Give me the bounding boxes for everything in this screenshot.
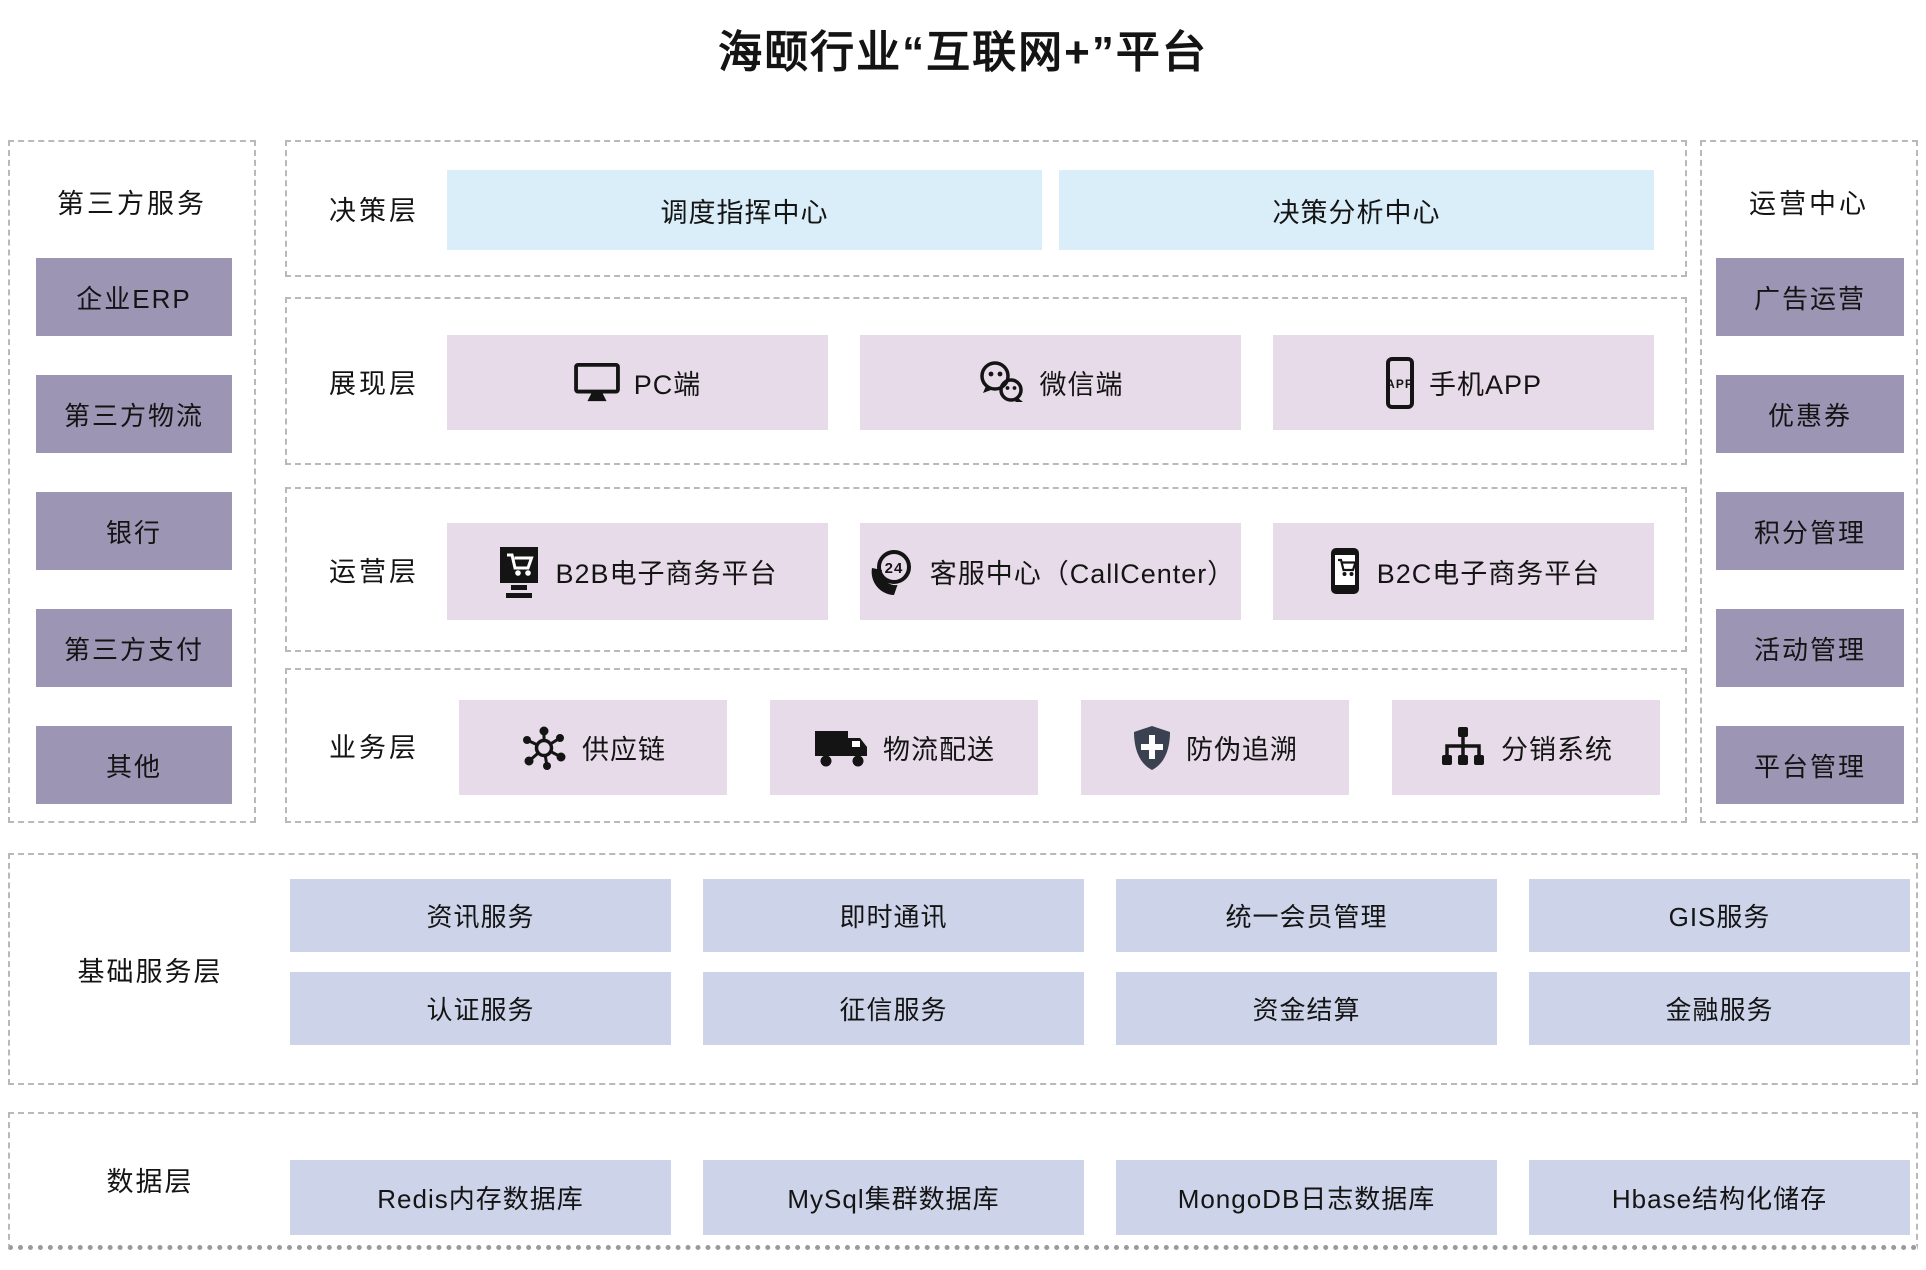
box-hbase: Hbase结构化储存 <box>1529 1160 1910 1235</box>
box-erp: 企业ERP <box>36 258 232 336</box>
box-logistics-delivery: 物流配送 <box>770 700 1038 795</box>
box-unified-member-management: 统一会员管理 <box>1116 879 1497 952</box>
box-label: 调度指挥中心 <box>660 197 829 228</box>
box-financial-service: 金融服务 <box>1529 972 1910 1045</box>
monitor-icon <box>574 363 620 403</box>
box-label: 供应链 <box>582 735 666 765</box>
box-distribution-system: 分销系统 <box>1392 700 1660 795</box>
shield-plus-icon <box>1132 724 1172 772</box>
hierarchy-icon <box>1439 725 1487 771</box>
presentation-layer: 展现层 PC端 微信端 手机APP <box>285 297 1687 465</box>
box-label: 客服中心（CallCenter） <box>929 559 1236 589</box>
decision-layer-label: 决策层 <box>329 196 419 226</box>
box-label: 决策分析中心 <box>1272 197 1441 228</box>
box-info-service: 资讯服务 <box>290 879 671 952</box>
box-credit-service: 征信服务 <box>703 972 1084 1045</box>
operation-center-panel: 运营中心 广告运营 优惠券 积分管理 活动管理 平台管理 <box>1700 140 1918 823</box>
box-call-center: 客服中心（CallCenter） <box>860 523 1241 620</box>
box-third-party-logistics: 第三方物流 <box>36 375 232 453</box>
box-mongodb: MongoDB日志数据库 <box>1116 1160 1497 1235</box>
business-layer-label: 业务层 <box>329 733 419 763</box>
decision-layer: 决策层 调度指挥中心 决策分析中心 <box>285 140 1687 277</box>
operation-center-header: 运营中心 <box>1749 189 1869 219</box>
data-layer-panel: 数据层 Redis内存数据库 MySql集群数据库 MongoDB日志数据库 H… <box>8 1112 1918 1250</box>
cart-monitor-icon <box>497 545 541 599</box>
presentation-layer-label: 展现层 <box>329 368 419 399</box>
phone-app-icon <box>1385 357 1415 409</box>
box-platform-management: 平台管理 <box>1716 726 1904 804</box>
wechat-icon <box>978 360 1026 406</box>
box-mysql: MySql集群数据库 <box>703 1160 1084 1235</box>
mobile-shopping-icon <box>1327 546 1363 598</box>
box-activity-management: 活动管理 <box>1716 609 1904 687</box>
box-label: 防伪追溯 <box>1186 735 1298 765</box>
box-decision-analysis-center: 决策分析中心 <box>1059 170 1654 250</box>
box-label: 微信端 <box>1039 370 1124 400</box>
box-gis-service: GIS服务 <box>1529 879 1910 952</box>
box-label: 手机APP <box>1428 370 1543 400</box>
operation-layer: 运营层 B2B电子商务平台 客服中心（CallCenter） B2C电子商务平台 <box>285 487 1687 652</box>
box-other: 其他 <box>36 726 232 804</box>
box-b2b-ecommerce: B2B电子商务平台 <box>447 523 828 620</box>
box-auth-service: 认证服务 <box>290 972 671 1045</box>
box-dispatch-command-center: 调度指挥中心 <box>447 170 1042 250</box>
box-label: PC端 <box>633 370 702 400</box>
third-party-services-header: 第三方服务 <box>57 189 207 219</box>
supply-network-icon <box>520 724 568 772</box>
box-bank: 银行 <box>36 492 232 570</box>
truck-icon <box>813 727 869 769</box>
box-fund-settlement: 资金结算 <box>1116 972 1497 1045</box>
operation-layer-label: 运营层 <box>329 557 419 587</box>
box-wechat-client: 微信端 <box>860 335 1241 430</box>
third-party-services-panel: 第三方服务 企业ERP 第三方物流 银行 第三方支付 其他 <box>8 140 256 823</box>
box-label: 分销系统 <box>1501 735 1613 765</box>
page-title: 海颐行业“互联网+”平台 <box>718 28 1208 77</box>
box-mobile-app: 手机APP <box>1273 335 1654 430</box>
callcenter-24h-icon <box>866 547 916 597</box>
box-anti-counterfeit-trace: 防伪追溯 <box>1081 700 1349 795</box>
business-layer: 业务层 供应链 物流配送 防伪追溯 分销系统 <box>285 668 1687 823</box>
box-third-party-payment: 第三方支付 <box>36 609 232 687</box>
box-ad-operation: 广告运营 <box>1716 258 1904 336</box>
box-coupon: 优惠券 <box>1716 375 1904 453</box>
data-layer-label: 数据层 <box>106 1167 194 1197</box>
box-points-management: 积分管理 <box>1716 492 1904 570</box>
box-label: B2C电子商务平台 <box>1376 559 1601 589</box>
box-pc-client: PC端 <box>447 335 828 430</box>
box-label: 物流配送 <box>883 735 995 765</box>
box-redis: Redis内存数据库 <box>290 1160 671 1235</box>
base-service-layer-label: 基础服务层 <box>77 956 223 987</box>
box-b2c-ecommerce: B2C电子商务平台 <box>1273 523 1654 620</box>
base-service-layer-panel: 基础服务层 资讯服务 即时通讯 统一会员管理 GIS服务 认证服务 征信服务 资… <box>8 853 1918 1085</box>
box-label: B2B电子商务平台 <box>555 559 778 589</box>
box-supply-chain: 供应链 <box>459 700 727 795</box>
box-instant-messaging: 即时通讯 <box>703 879 1084 952</box>
